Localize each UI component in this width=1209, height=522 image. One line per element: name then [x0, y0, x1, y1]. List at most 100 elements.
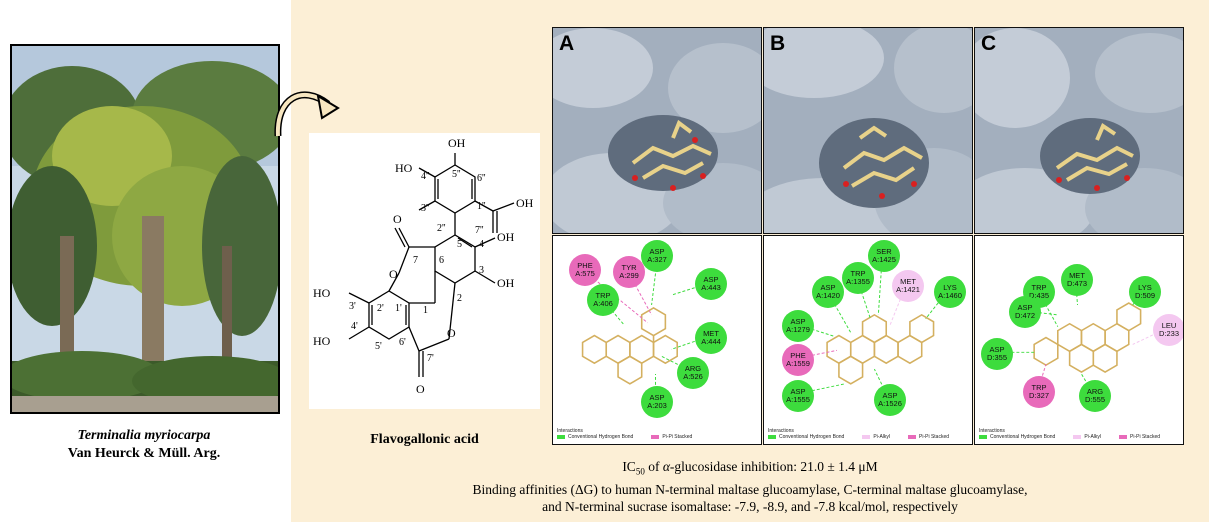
legend-item: Pi-Pi Stacked: [908, 434, 949, 440]
legend-item: Conventional Hydrogen Bond: [557, 434, 633, 440]
panel-label-b: B: [770, 32, 786, 55]
atom-3p: 3': [349, 301, 356, 312]
ic50-line: IC50 of α-glucosidase inhibition: 21.0 ±…: [291, 458, 1209, 481]
legend-label: Conventional Hydrogen Bond: [990, 434, 1056, 440]
legend-item: Conventional Hydrogen Bond: [768, 434, 844, 440]
atom-o-ketone-left: O: [393, 212, 402, 226]
atom-1p: 1': [395, 303, 402, 314]
structure-box: OH 4'' 5'' 6'' HO 3'' 1'' 7'' OH 2'' O 5…: [309, 133, 540, 409]
atom-o-ring-left: O: [389, 267, 398, 281]
atom-2pp: 2'': [437, 223, 446, 234]
atom-ho-3p: HO: [313, 286, 331, 300]
legend-item: Pi-Alkyl: [862, 434, 890, 440]
residue-b-2: TRP A:1355: [842, 262, 874, 294]
ic50-value: -glucosidase inhibition: 21.0 ± 1.4 μM: [669, 459, 878, 474]
ligand-b: [826, 313, 935, 385]
surface-panel-a: A: [552, 27, 762, 234]
legend-swatch: [1119, 435, 1127, 439]
surface-panel-b: B: [763, 27, 973, 234]
residue-c-7: TRP D:327: [1023, 376, 1055, 408]
flavogallonic-acid-structure: OH 4'' 5'' 6'' HO 3'' 1'' 7'' OH 2'' O 5…: [313, 136, 534, 396]
atom-2: 2: [457, 293, 462, 304]
atom-5pp: 5'': [452, 169, 461, 180]
residue-b-7: PHE A:1559: [782, 344, 814, 376]
residue-b-9: ASP A:1526: [874, 384, 906, 416]
atom-3pp: 3'': [421, 203, 430, 214]
residue-a-3: ASP A:327: [641, 240, 673, 272]
atom-o-ring-bottom: O: [447, 326, 456, 340]
residue-c-2: MET D:473: [1061, 264, 1093, 296]
residue-a-7: ARG A:526: [677, 357, 709, 389]
species-authority: Van Heurck & Müll. Arg.: [67, 446, 221, 461]
ligand-c: [1033, 302, 1142, 373]
atom-6: 6: [439, 255, 444, 266]
legend-item: Conventional Hydrogen Bond: [979, 434, 1055, 440]
legend-label: Pi-Alkyl: [1084, 434, 1101, 440]
legend-item: Pi-Pi Stacked: [651, 434, 692, 440]
atom-4pp: 4'': [421, 171, 430, 182]
panel-label-c: C: [981, 32, 997, 55]
legend-title: Interactions: [557, 428, 583, 434]
residue-a-4: TRP A:406: [587, 284, 619, 316]
curved-arrow-icon: [274, 91, 340, 137]
atom-2p: 2': [377, 303, 384, 314]
alpha-symbol: α: [662, 459, 670, 474]
surface-render-a: [553, 28, 761, 233]
legend-title: Interactions: [979, 428, 1005, 434]
atom-7: 7: [413, 255, 418, 266]
surface-panel-c: C: [974, 27, 1184, 234]
atom-oh-top: OH: [448, 136, 466, 150]
atom-o-ketone-bottom: O: [416, 382, 425, 396]
ligand-a: [581, 307, 678, 385]
legend-label: Conventional Hydrogen Bond: [779, 434, 845, 440]
surface-render-c: [975, 28, 1183, 233]
structure-labels: OH 4'' 5'' 6'' HO 3'' 1'' 7'' OH 2'' O 5…: [313, 136, 534, 396]
residue-c-6: ASP D:355: [981, 338, 1013, 370]
legend-label: Pi-Pi Stacked: [1130, 434, 1161, 440]
atom-1: 1: [423, 305, 428, 316]
atom-5: 5: [457, 239, 462, 250]
residue-a-5: ASP A:443: [695, 268, 727, 300]
residue-c-3: LYS D:509: [1129, 276, 1161, 308]
binding-line-1: Binding affinities (ΔG) to human N-termi…: [472, 481, 1028, 497]
atom-7p: 7': [427, 353, 434, 364]
binding-line-2: and N-terminal sucrase isomaltase: -7.9,…: [542, 498, 958, 514]
compound-name: Flavogallonic acid: [370, 432, 479, 447]
residue-a-2: TYR A:299: [613, 256, 645, 288]
atom-3: 3: [479, 265, 484, 276]
legend-title: Interactions: [768, 428, 794, 434]
plant-caption: Terminalia myriocarpa Van Heurck & Müll.…: [10, 428, 278, 462]
legend-swatch: [862, 435, 871, 439]
atom-4p: 4': [351, 321, 358, 332]
legend-label: Pi-Pi Stacked: [662, 434, 693, 440]
residue-a-1: PHE A:575: [569, 254, 601, 286]
atom-4: 4: [479, 239, 484, 250]
plant-photo: [10, 44, 280, 414]
residue-c-5: LEU D:233: [1153, 314, 1183, 346]
atom-7pp: 7'': [475, 225, 484, 236]
residue-a-8: ASP A:203: [641, 386, 673, 418]
legend-swatch: [557, 435, 565, 439]
plant-photo-illustration: [12, 46, 278, 412]
atom-oh-3: OH: [497, 276, 515, 290]
residue-c-4: ASP D:472: [1009, 296, 1041, 328]
residue-b-6: ASP A:1279: [782, 310, 814, 342]
legend-swatch: [979, 435, 987, 439]
ic50-subscript: 50: [635, 466, 645, 477]
legend-item: Pi-Pi Stacked: [1119, 434, 1160, 440]
legend-swatch: [651, 435, 660, 439]
atom-5p: 5': [375, 341, 382, 352]
ic50-prefix: IC: [622, 459, 636, 474]
legend-swatch: [768, 435, 776, 439]
ic50-of: of: [644, 459, 663, 474]
atom-ho-4p: HO: [313, 334, 331, 348]
residue-b-1: SER A:1425: [868, 240, 900, 272]
atom-oh-4: OH: [497, 230, 515, 244]
legend-item: Pi-Alkyl: [1073, 434, 1101, 440]
